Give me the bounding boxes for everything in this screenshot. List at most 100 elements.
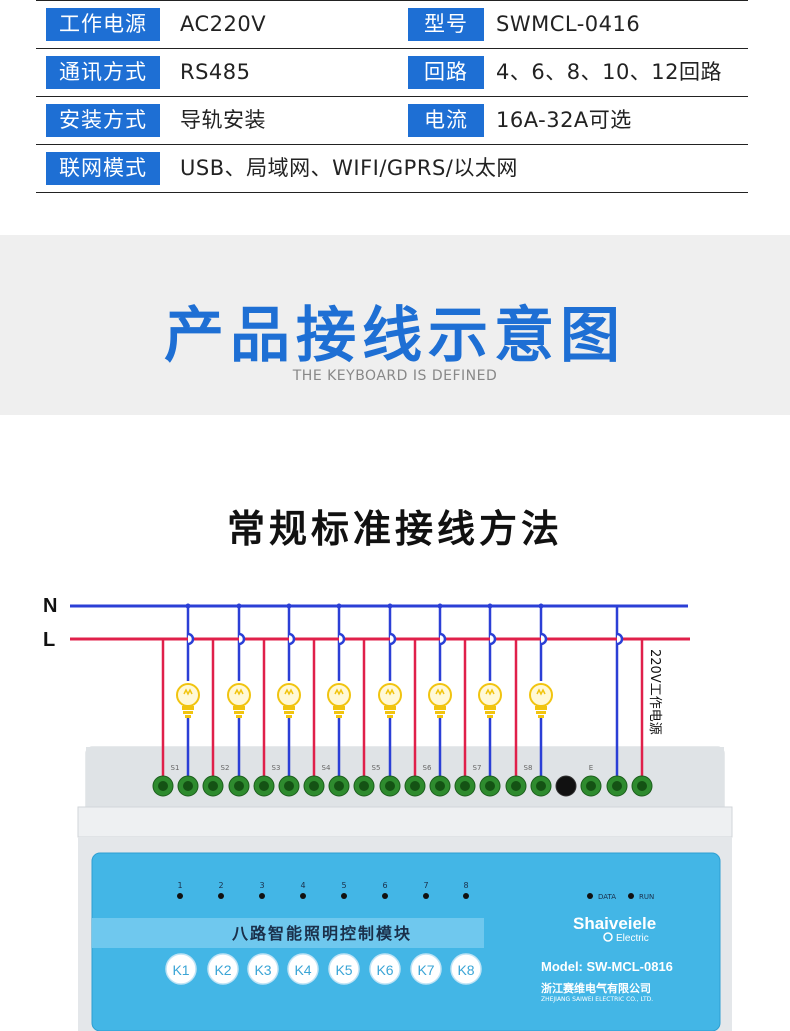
terminal-screw-center <box>208 781 218 791</box>
bulb-base <box>384 706 396 710</box>
key-label: K7 <box>417 962 434 978</box>
terminal-screw-center <box>637 781 647 791</box>
bulb-base <box>535 706 547 710</box>
terminal-label: S3 <box>272 764 281 772</box>
spec-row: 工作电源 AC220V 型号 SWMCL-0416 <box>36 0 748 49</box>
led-number: 5 <box>341 881 346 890</box>
led-number: 3 <box>259 881 264 890</box>
wire-crossover <box>389 632 397 646</box>
key-button <box>450 953 482 985</box>
bulb-filament <box>334 688 344 696</box>
brand-name: Shaiveiele <box>573 914 656 933</box>
bulb-base <box>334 711 344 714</box>
section-banner: 产品接线示意图 THE KEYBOARD IS DEFINED <box>0 235 790 415</box>
spec-value: USB、局域网、WIFI/GPRS/以太网 <box>180 156 518 180</box>
terminal-screw-center <box>511 781 521 791</box>
bulb-base <box>284 711 294 714</box>
key-button <box>165 953 197 985</box>
bulb-filament <box>435 688 445 696</box>
terminal-screw-center <box>485 781 495 791</box>
terminal-screw-center <box>183 781 193 791</box>
junction-dot <box>236 603 242 609</box>
bulb-filament <box>234 688 244 696</box>
bulb-tip <box>437 715 443 718</box>
led-number: 1 <box>177 881 182 890</box>
wire-crossover <box>288 632 296 646</box>
bulb-filament <box>183 688 193 696</box>
terminal-screw-center <box>284 781 294 791</box>
brand-sub: Electric <box>616 933 649 944</box>
bulb-filament <box>485 688 495 696</box>
led-indicator <box>300 893 306 899</box>
junction-dot <box>387 603 393 609</box>
led-indicator <box>218 893 224 899</box>
led-number: 6 <box>382 881 387 890</box>
brand-logo-icon <box>603 932 613 942</box>
terminal-screw-center <box>536 781 546 791</box>
terminal-label: S1 <box>171 764 180 772</box>
wire-crossover <box>540 632 548 646</box>
bulb-base <box>283 706 295 710</box>
key-button <box>410 953 442 985</box>
terminal-screw-center <box>259 781 269 791</box>
key-label: K8 <box>457 962 474 978</box>
spec-value: RS485 <box>180 60 251 84</box>
led-indicator <box>423 893 429 899</box>
spec-label: 安装方式 <box>46 104 160 137</box>
terminal-screw-center <box>410 781 420 791</box>
key-label: K6 <box>376 962 393 978</box>
terminal-label: S4 <box>322 764 331 772</box>
data-led <box>587 893 593 899</box>
wire-crossover <box>338 632 346 646</box>
bulb-base <box>333 706 345 710</box>
junction-dot <box>437 603 443 609</box>
key-button <box>247 953 279 985</box>
key-button <box>369 953 401 985</box>
terminal-screw-center <box>460 781 470 791</box>
terminal-screw-center <box>334 781 344 791</box>
led-number: 7 <box>423 881 428 890</box>
bulb-base <box>385 711 395 714</box>
led-number: 2 <box>218 881 223 890</box>
company-name: 浙江赛维电气有限公司 <box>541 981 651 995</box>
bulb-base <box>233 706 245 710</box>
bulb-base <box>435 711 445 714</box>
led-indicator <box>177 893 183 899</box>
bulb-tip <box>387 715 393 718</box>
module-step <box>77 806 733 838</box>
bulb-filament <box>284 688 294 696</box>
run-led <box>628 893 634 899</box>
terminal-label: E <box>589 764 593 772</box>
bulb-base <box>485 711 495 714</box>
key-label: K4 <box>294 962 311 978</box>
bulb-tip <box>336 715 342 718</box>
key-label: K2 <box>214 962 231 978</box>
spec-value: 4、6、8、10、12回路 <box>496 60 723 84</box>
data-led-label: DATA <box>598 893 616 901</box>
terminal-screw-center <box>385 781 395 791</box>
spec-label: 通讯方式 <box>46 56 160 89</box>
key-button <box>328 953 360 985</box>
spec-value: AC220V <box>180 12 267 36</box>
key-label: K1 <box>172 962 189 978</box>
power-label: 220V工作电源 <box>647 649 662 735</box>
terminal-screw-center <box>309 781 319 791</box>
bulb-tip <box>538 715 544 718</box>
bulb-filament <box>536 688 546 696</box>
junction-dot <box>538 603 544 609</box>
spec-value: SWMCL-0416 <box>496 12 641 36</box>
terminal-screw-center <box>435 781 445 791</box>
bulb-base <box>182 706 194 710</box>
terminal-label: S6 <box>423 764 432 772</box>
bulb-base <box>234 711 244 714</box>
module-name: 八路智能照明控制模块 <box>231 924 412 943</box>
led-indicator <box>463 893 469 899</box>
spec-value: 导轨安装 <box>180 108 266 132</box>
line-n-label: N <box>43 595 57 617</box>
model-label: Model: SW-MCL-0816 <box>541 959 673 974</box>
led-number: 4 <box>300 881 305 890</box>
led-number: 8 <box>463 881 468 890</box>
spec-label: 回路 <box>408 56 484 89</box>
banner-title: 产品接线示意图 <box>164 301 626 371</box>
